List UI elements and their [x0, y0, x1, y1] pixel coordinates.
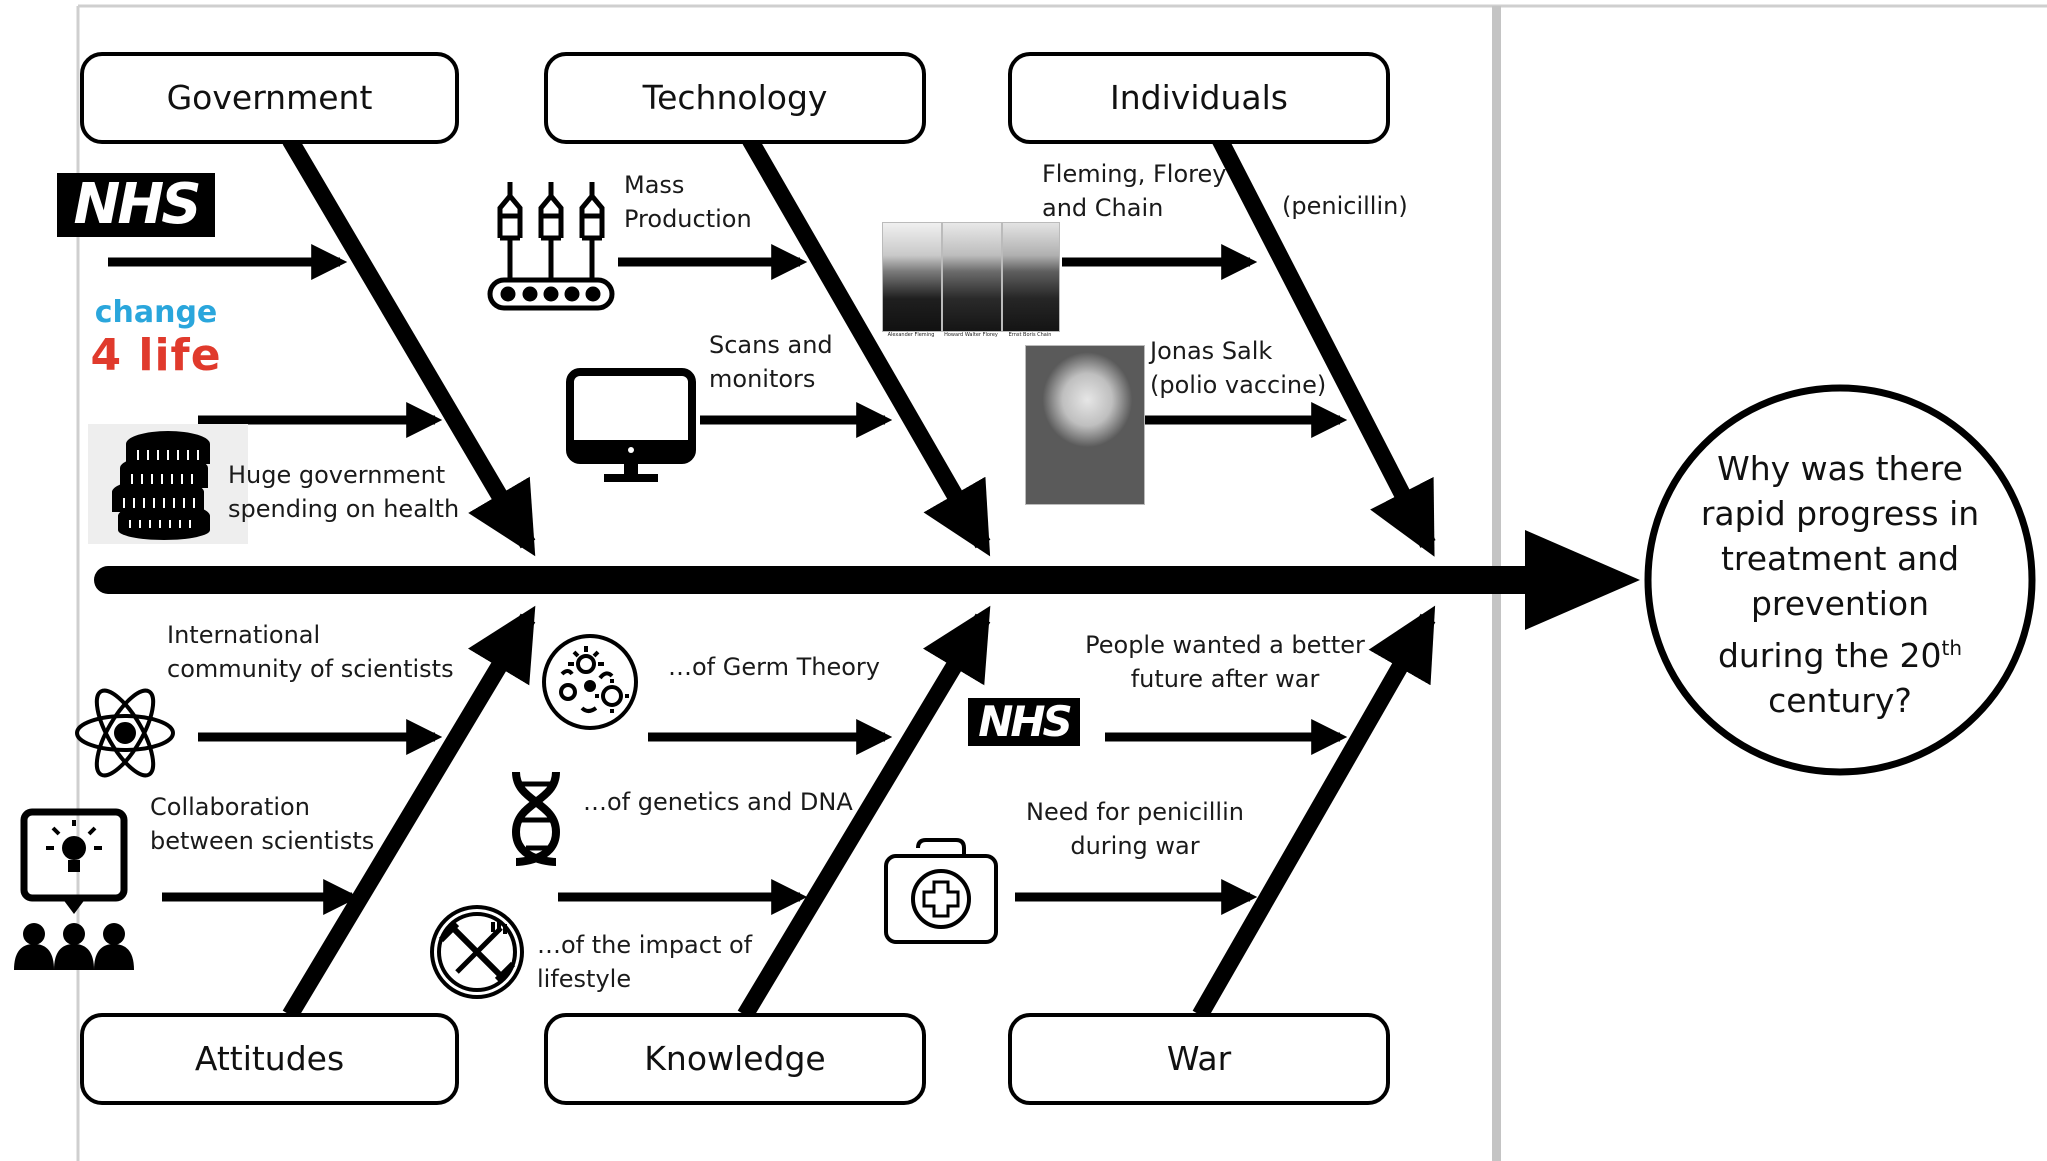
- question-line-3: treatment and: [1720, 539, 1960, 578]
- cause-arrows: [108, 244, 1348, 915]
- caption-chain: Ernst Boris Chain: [1008, 332, 1052, 338]
- label-better-future: People wanted a better future after war: [1070, 628, 1380, 696]
- label-gov-spending: Huge government spending on health: [228, 458, 459, 526]
- computer-monitor-icon: [566, 368, 696, 482]
- bone-knowledge: [737, 605, 991, 1020]
- bone-war: [1192, 605, 1436, 1020]
- caption-fleming: Alexander Fleming: [887, 332, 935, 338]
- label-mass-production-line-1: Mass: [624, 171, 685, 199]
- label-penicillin-war-line-1: Need for penicillin: [1026, 798, 1244, 826]
- label-penicillin: (penicillin): [1282, 192, 1408, 220]
- nhs-logo-government: NHS: [57, 173, 215, 237]
- label-fleming: Fleming, Florey and Chain: [1042, 157, 1226, 225]
- label-germ-theory: …of Germ Theory: [668, 653, 880, 681]
- label-fleming-line-1: Fleming, Florey: [1042, 160, 1227, 188]
- question-line-6: century?: [1768, 681, 1912, 720]
- photo-jonas-salk: [1025, 345, 1145, 505]
- category-knowledge: Knowledge: [644, 1039, 826, 1078]
- bone-individuals: [1212, 136, 1436, 557]
- photo-chain: [1002, 222, 1060, 332]
- label-better-future-line-1: People wanted a better: [1085, 631, 1365, 659]
- category-boxes: [80, 52, 1390, 1105]
- category-technology: Technology: [642, 78, 828, 117]
- label-penicillin-war: Need for penicillin during war: [1010, 795, 1260, 863]
- change4life-logo: change 4 life: [86, 296, 226, 388]
- bone-government: [282, 135, 536, 557]
- factory-icon: [487, 182, 615, 311]
- box-government: [80, 52, 459, 144]
- category-war: War: [1166, 1039, 1232, 1078]
- question-line-5: during the 20th: [1650, 626, 2030, 678]
- change4life-top-word: change: [94, 295, 218, 330]
- label-gov-spending-line-2: spending on health: [228, 495, 460, 523]
- label-scans-line-1: Scans and: [709, 331, 833, 359]
- category-individuals: Individuals: [1110, 78, 1288, 117]
- label-salk: Jonas Salk (polio vaccine): [1150, 334, 1326, 402]
- nhs-logo-war: NHS: [968, 698, 1080, 746]
- question-line-5-text: during the 20: [1717, 636, 1942, 675]
- central-question: Why was there rapid progress in treatmen…: [1650, 446, 2030, 723]
- label-fleming-line-2: and Chain: [1042, 194, 1164, 222]
- label-mass-production-line-2: Production: [624, 205, 752, 233]
- photo-fleming: [882, 222, 942, 332]
- category-bones: [282, 135, 1436, 1020]
- label-international-line-1: International: [167, 621, 321, 649]
- fitness-food-icon: [430, 905, 524, 999]
- question-superscript: th: [1941, 636, 1963, 660]
- label-lifestyle-line-2: lifestyle: [537, 965, 632, 993]
- label-penicillin-war-line-2: during war: [1070, 832, 1200, 860]
- photo-florey: [942, 222, 1002, 332]
- label-collaboration: Collaboration between scientists: [150, 790, 374, 858]
- label-lifestyle: …of the impact of lifestyle: [537, 928, 752, 996]
- label-better-future-line-2: future after war: [1130, 665, 1320, 693]
- category-attitudes: Attitudes: [194, 1039, 345, 1078]
- label-collaboration-line-1: Collaboration: [150, 793, 310, 821]
- coins-stack-icon: [88, 424, 248, 544]
- label-international: International community of scientists: [167, 618, 454, 686]
- box-individuals: [1008, 52, 1390, 144]
- bacteria-icon: [542, 634, 638, 730]
- label-scans: Scans and monitors: [709, 328, 833, 396]
- fishbone-spine: [94, 530, 1640, 630]
- teacher-idea-icon: [14, 808, 134, 970]
- label-salk-line-1: Jonas Salk: [1150, 337, 1273, 365]
- label-mass-production: Mass Production: [624, 168, 752, 236]
- question-circle: [1644, 384, 2036, 776]
- question-line-4: prevention: [1750, 584, 1930, 623]
- label-international-line-2: community of scientists: [167, 655, 454, 683]
- question-line-2: rapid progress in: [1700, 494, 1980, 533]
- caption-florey: Howard Walter Florey: [944, 332, 998, 338]
- label-scans-line-2: monitors: [709, 365, 816, 393]
- label-lifestyle-line-1: …of the impact of: [537, 931, 753, 959]
- label-collaboration-line-2: between scientists: [150, 827, 375, 855]
- box-knowledge: [544, 1013, 926, 1105]
- label-gov-spending-line-1: Huge government: [228, 461, 446, 489]
- atom-icon: [75, 688, 175, 778]
- question-line-1: Why was there: [1717, 449, 1963, 488]
- box-war: [1008, 1013, 1390, 1105]
- bone-technology: [742, 135, 991, 557]
- bone-attitudes: [282, 605, 536, 1020]
- category-government: Government: [166, 78, 373, 117]
- first-aid-kit-icon: [884, 838, 998, 944]
- box-attitudes: [80, 1013, 459, 1105]
- label-genetics-dna: …of genetics and DNA: [583, 788, 853, 816]
- change4life-bottom-word: 4 life: [90, 330, 222, 381]
- box-technology: [544, 52, 926, 144]
- label-salk-line-2: (polio vaccine): [1150, 371, 1327, 399]
- dna-icon: [511, 771, 561, 866]
